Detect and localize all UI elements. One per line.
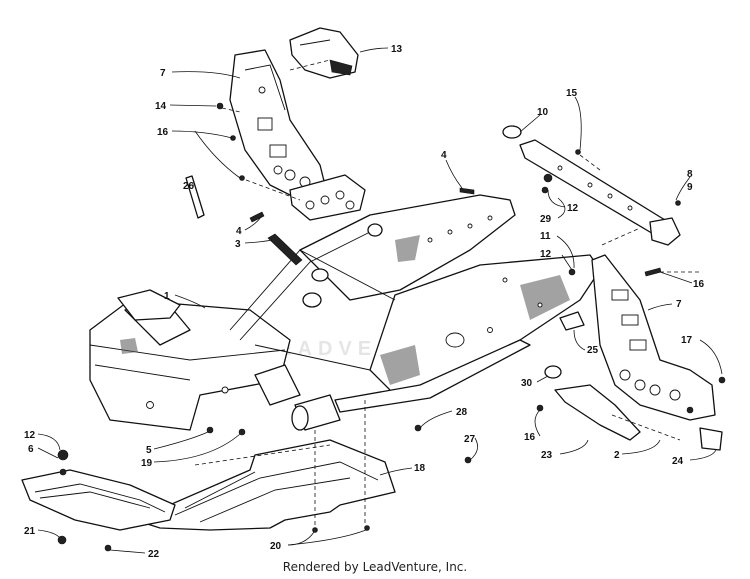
steering-shaft-part[interactable] bbox=[502, 125, 681, 246]
callout-12-lower[interactable]: 12 bbox=[540, 249, 552, 260]
callout-24[interactable]: 24 bbox=[672, 456, 684, 467]
callout-17[interactable]: 17 bbox=[681, 335, 693, 346]
callout-15[interactable]: 15 bbox=[566, 88, 578, 99]
steering-support-left-part[interactable] bbox=[229, 49, 366, 221]
callout-7[interactable]: 7 bbox=[160, 68, 166, 79]
front-nose-skid-part[interactable] bbox=[21, 469, 176, 531]
callout-29[interactable]: 29 bbox=[540, 214, 552, 225]
callout-16[interactable]: 16 bbox=[157, 127, 169, 138]
callout-4[interactable]: 4 bbox=[236, 226, 242, 237]
callout-12-left[interactable]: 12 bbox=[24, 430, 36, 441]
callout-6[interactable]: 6 bbox=[28, 444, 34, 455]
hardware-fasteners bbox=[57, 102, 726, 552]
brace-strut-part[interactable] bbox=[267, 233, 303, 266]
callout-27[interactable]: 27 bbox=[464, 434, 476, 445]
steering-support-right-part[interactable] bbox=[591, 254, 716, 421]
callout-21[interactable]: 21 bbox=[24, 526, 36, 537]
callout-18[interactable]: 18 bbox=[414, 463, 426, 474]
leader-lines bbox=[37, 47, 723, 554]
callout-19[interactable]: 19 bbox=[141, 458, 153, 469]
callout-2[interactable]: 2 bbox=[614, 450, 620, 461]
callout-14[interactable]: 14 bbox=[155, 101, 167, 112]
callout-4-upper[interactable]: 4 bbox=[441, 150, 447, 161]
callout-20[interactable]: 20 bbox=[270, 541, 282, 552]
callout-23[interactable]: 23 bbox=[541, 450, 553, 461]
support-rod-part[interactable] bbox=[185, 175, 205, 219]
plug-part[interactable] bbox=[544, 365, 562, 379]
callout-9[interactable]: 9 bbox=[687, 182, 693, 193]
callout-28[interactable]: 28 bbox=[456, 407, 468, 418]
front-bracket-part[interactable] bbox=[117, 289, 181, 321]
callout-labels: 13 7 14 16 26 4 3 1 4 15 10 8 9 12 29 11… bbox=[24, 44, 705, 560]
callout-16-lower[interactable]: 16 bbox=[524, 432, 536, 443]
belly-pan-part[interactable] bbox=[134, 439, 396, 531]
lower-bracket-part[interactable] bbox=[554, 384, 641, 441]
callout-16-right[interactable]: 16 bbox=[693, 279, 705, 290]
callout-5[interactable]: 5 bbox=[146, 445, 152, 456]
plate-part[interactable] bbox=[559, 311, 585, 331]
callout-26[interactable]: 26 bbox=[183, 181, 195, 192]
callout-13[interactable]: 13 bbox=[391, 44, 403, 55]
callout-12[interactable]: 12 bbox=[567, 203, 579, 214]
callout-30[interactable]: 30 bbox=[521, 378, 533, 389]
alignment-lines bbox=[221, 59, 700, 525]
steering-bracket-part[interactable] bbox=[289, 27, 359, 79]
callout-11[interactable]: 11 bbox=[540, 231, 551, 242]
callout-10[interactable]: 10 bbox=[537, 107, 549, 118]
callout-1[interactable]: 1 bbox=[164, 291, 170, 302]
callout-25[interactable]: 25 bbox=[587, 345, 599, 356]
callout-3[interactable]: 3 bbox=[235, 239, 241, 250]
callout-22[interactable]: 22 bbox=[148, 549, 160, 560]
render-credit: Rendered by LeadVenture, Inc. bbox=[282, 560, 468, 574]
callout-7-right[interactable]: 7 bbox=[676, 299, 682, 310]
main-frame-tunnel-part[interactable] bbox=[89, 194, 601, 431]
angle-bracket-part[interactable] bbox=[699, 427, 723, 451]
callout-8[interactable]: 8 bbox=[687, 169, 693, 180]
